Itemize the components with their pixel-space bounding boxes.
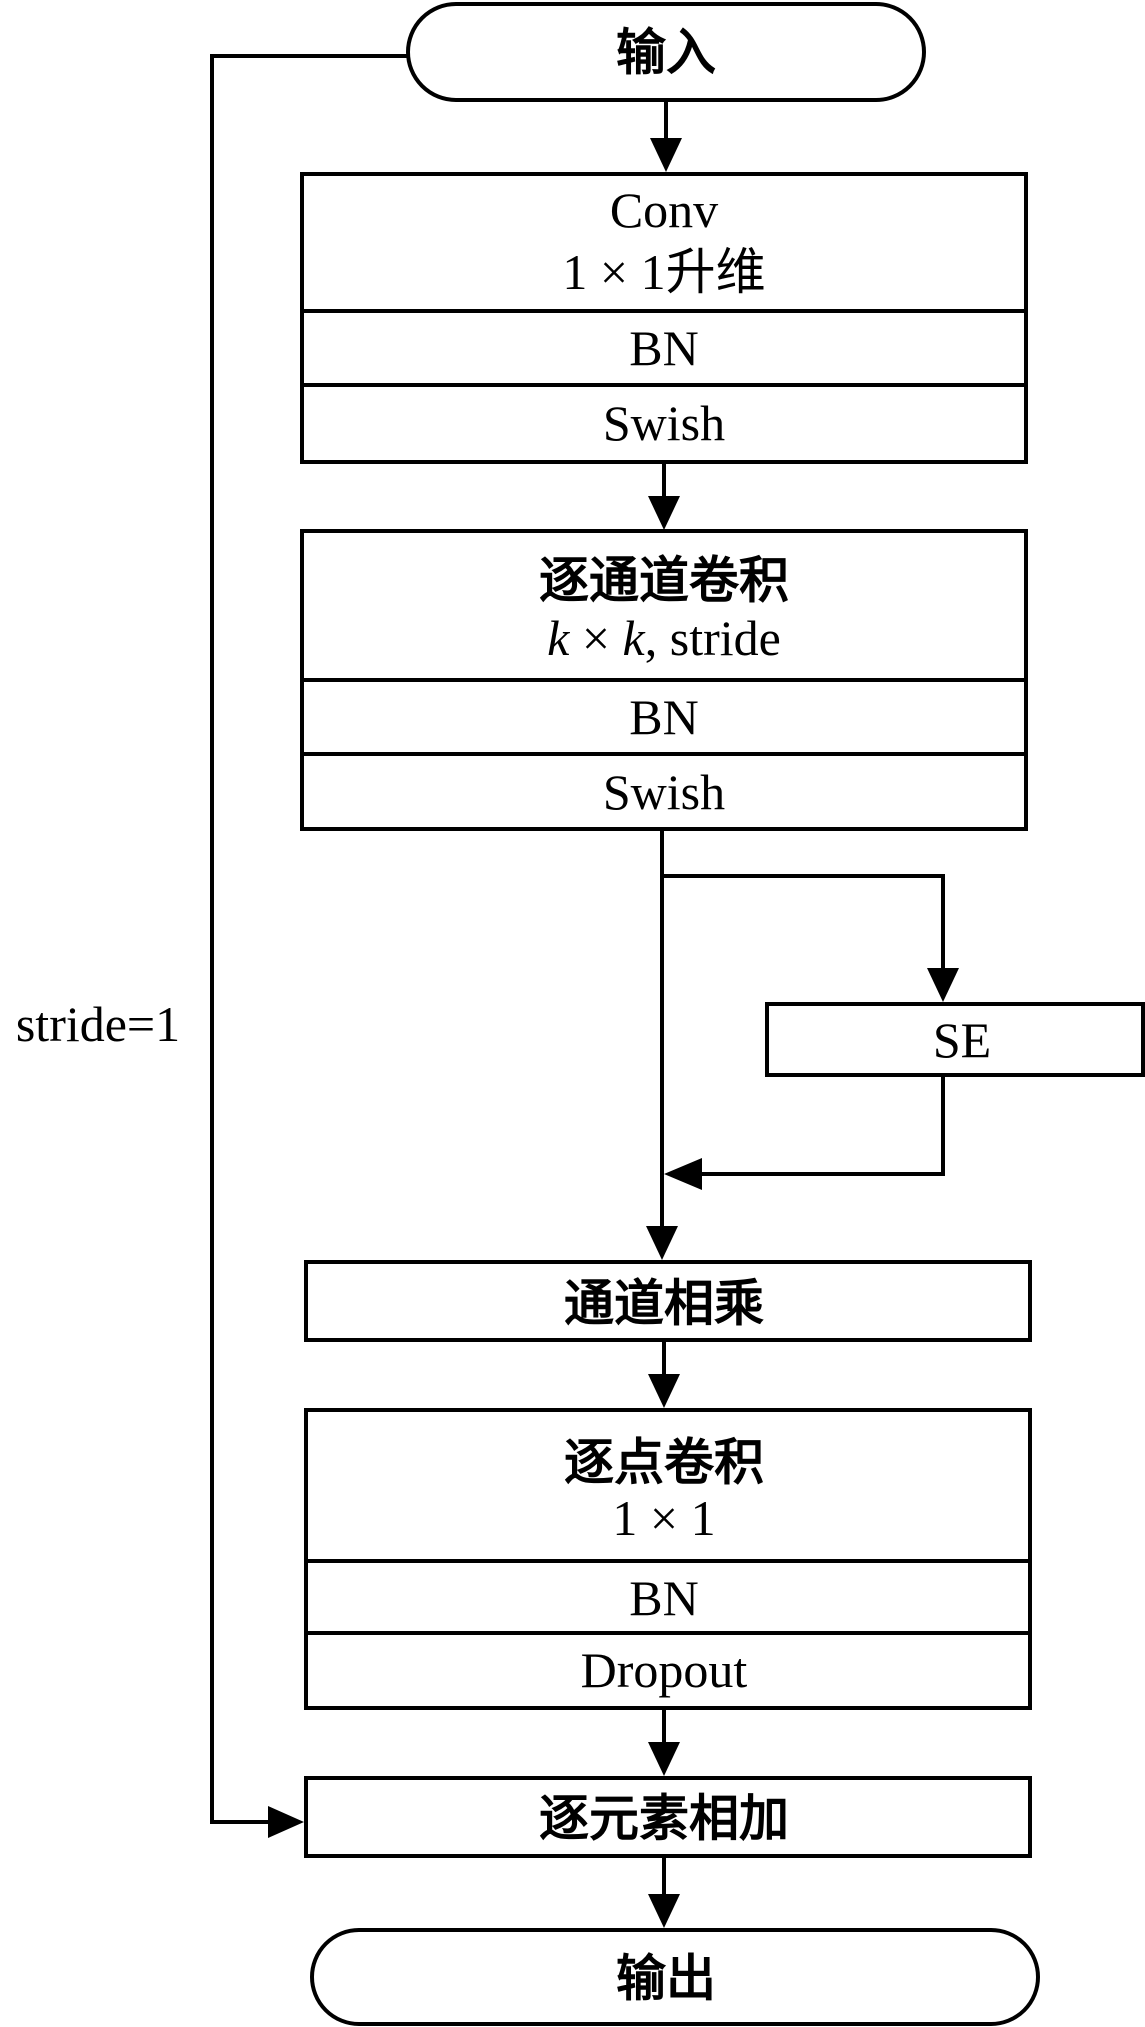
edge-channel-mul-to-pointwise	[648, 1340, 680, 1408]
skip-connection	[210, 54, 408, 1838]
pointwise-bn-label: BN	[629, 1570, 698, 1626]
edge-depthwise-to-se	[662, 874, 959, 1002]
edge-depthwise-to-channel-mul	[646, 829, 678, 1260]
pointwise-conv-subtitle: 1 × 1	[612, 1490, 715, 1546]
elementwise-add-block: 逐元素相加	[304, 1776, 1032, 1858]
edge-expand-to-depthwise	[648, 462, 680, 530]
edge-add-to-output	[648, 1856, 680, 1928]
depthwise-conv-title: 逐通道卷积	[539, 551, 789, 610]
depthwise-conv-block: 逐通道卷积 k × k, stride BN Swish	[300, 529, 1028, 831]
edge-input-to-expand	[650, 100, 682, 172]
channel-multiply-label: 通道相乘	[564, 1274, 764, 1333]
depthwise-conv-subtitle: k × k, stride	[547, 610, 781, 666]
elementwise-add-label: 逐元素相加	[539, 1789, 789, 1848]
skip-connection-label: stride=1	[16, 996, 180, 1052]
expand-swish-label: Swish	[603, 395, 725, 451]
edge-se-to-trunk	[664, 1075, 945, 1190]
pointwise-conv-block: 逐点卷积 1 × 1 BN Dropout	[304, 1408, 1032, 1710]
expand-conv-title: Conv	[610, 182, 718, 238]
expand-bn-label: BN	[629, 320, 698, 376]
edge-pointwise-to-add	[648, 1708, 680, 1776]
input-node: 输入	[406, 2, 926, 102]
input-label: 输入	[616, 23, 716, 82]
se-block: SE	[765, 1002, 1145, 1077]
se-label: SE	[933, 1012, 991, 1068]
depthwise-bn-label: BN	[629, 689, 698, 745]
expand-conv-block: Conv 1 × 1升维 BN Swish	[300, 172, 1028, 464]
output-label: 输出	[616, 1949, 716, 2008]
depthwise-swish-label: Swish	[603, 764, 725, 820]
pointwise-dropout-label: Dropout	[581, 1642, 748, 1698]
pointwise-conv-title: 逐点卷积	[564, 1433, 764, 1492]
expand-conv-subtitle: 1 × 1升维	[562, 244, 765, 300]
channel-multiply-block: 通道相乘	[304, 1260, 1032, 1342]
output-node: 输出	[310, 1928, 1040, 2026]
